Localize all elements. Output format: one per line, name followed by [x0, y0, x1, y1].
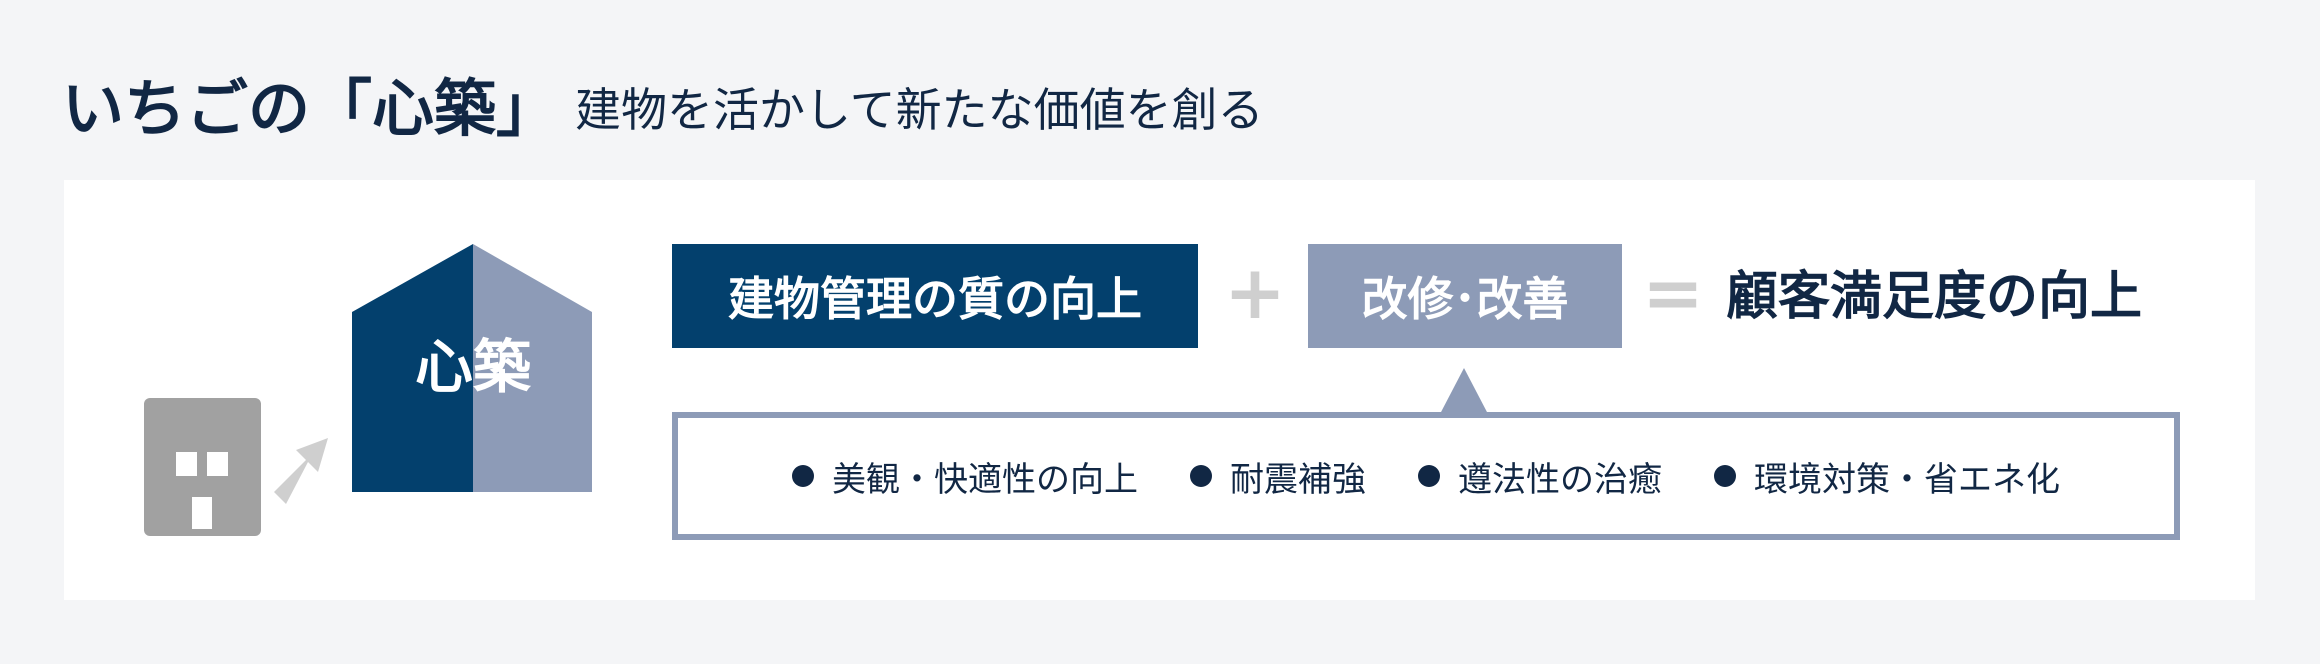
building-illustration: 心築 — [144, 244, 592, 536]
bullet-icon — [1190, 465, 1212, 487]
page-title: いちごの「心築」 — [62, 72, 559, 145]
bullet-icon — [1418, 465, 1440, 487]
bullet-icon — [792, 465, 814, 487]
arrow-up-right-icon — [274, 438, 328, 504]
equals-operator: = — [1642, 250, 1705, 336]
plus-operator: + — [1224, 250, 1287, 336]
management-quality-box: 建物管理の質の向上 — [672, 244, 1198, 348]
callout-pointer — [1440, 368, 1488, 414]
detail-label: 耐震補強 — [1230, 459, 1366, 500]
renovation-details-box: 美観・快適性の向上 耐震補強 遵法性の治癒 環境対策・省エネ化 — [672, 412, 2180, 540]
detail-item: 環境対策・省エネ化 — [1714, 452, 2060, 501]
shinchiku-house-icon: 心築 — [352, 244, 592, 492]
customer-satisfaction-result: 顧客満足度の向上 — [1726, 267, 2143, 327]
detail-label: 美観・快適性の向上 — [832, 459, 1138, 500]
house-label: 心築 — [415, 333, 532, 401]
detail-item: 美観・快適性の向上 — [792, 452, 1138, 501]
page-subtitle: 建物を活かして新たな価値を創る — [575, 83, 1264, 137]
detail-label: 環境対策・省エネ化 — [1754, 459, 2060, 500]
bullet-icon — [1714, 465, 1736, 487]
old-building-icon — [144, 398, 261, 536]
detail-item: 耐震補強 — [1190, 452, 1366, 501]
detail-label: 遵法性の治癒 — [1458, 459, 1662, 500]
renovation-box: 改修･改善 — [1308, 244, 1622, 348]
detail-item: 遵法性の治癒 — [1418, 452, 1662, 501]
concept-panel: 心築 建物管理の質の向上 + 改修･改善 = 顧客満足度の向上 美観・快適性の向… — [64, 180, 2255, 600]
